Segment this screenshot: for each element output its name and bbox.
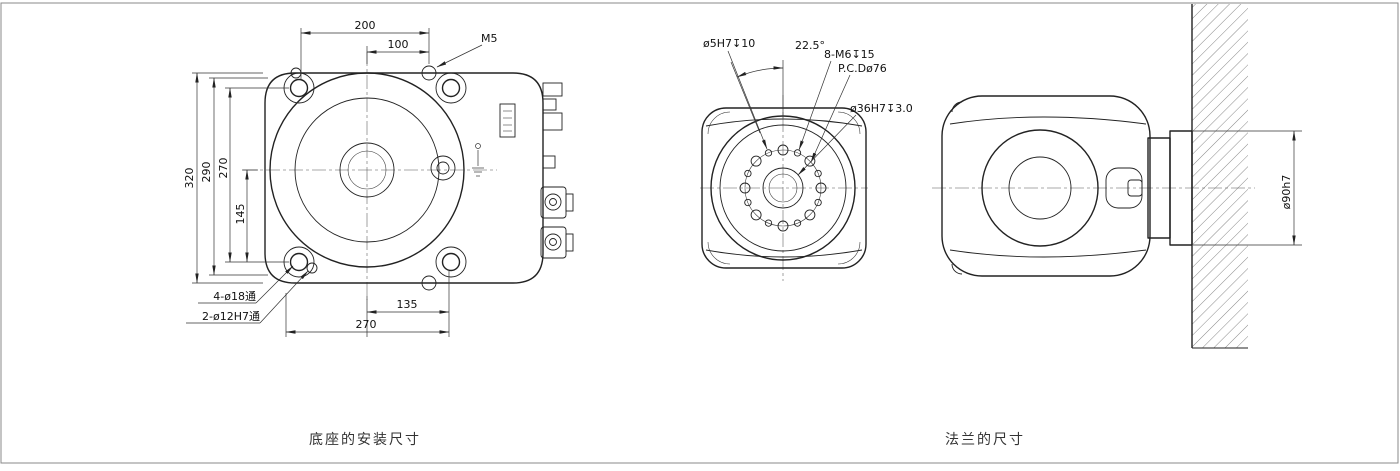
dim-135-label: 135 bbox=[397, 298, 418, 311]
cable-connector bbox=[540, 186, 574, 219]
connector-block bbox=[542, 155, 556, 169]
flange-dimensions: 22.5° ø5H7↧10 8-M6↧15 P.C.Dø76 ø36H7↧3.0 bbox=[703, 37, 913, 176]
dim-290-label: 290 bbox=[200, 162, 213, 183]
flange-face-view bbox=[700, 95, 868, 281]
base-dimensions: 320 290 270 145 200 100 M5 135 270 4-ø18… bbox=[183, 19, 498, 337]
wall-section bbox=[1191, 4, 1248, 349]
caption-base-view: 底座的安装尺寸 bbox=[309, 432, 421, 448]
center-bore-callout: ø36H7↧3.0 bbox=[850, 102, 913, 115]
dim-200-label: 200 bbox=[355, 19, 376, 32]
connector-block bbox=[542, 98, 557, 111]
dim-angle-label: 22.5° bbox=[795, 39, 825, 52]
holes-18-callout: 4-ø18通 bbox=[213, 290, 256, 303]
m5-thread-label: M5 bbox=[481, 32, 498, 45]
dim-270-horizontal-label: 270 bbox=[356, 318, 377, 331]
connector-block bbox=[542, 82, 563, 97]
bolt-holes-callout: 8-M6↧15 bbox=[824, 48, 875, 61]
connector-block bbox=[542, 112, 563, 131]
cable-connector bbox=[540, 226, 574, 259]
holes-12h7-callout: 2-ø12H7通 bbox=[202, 310, 260, 323]
robot-side-view bbox=[932, 95, 1255, 277]
pitch-circle-callout: P.C.Dø76 bbox=[838, 62, 887, 75]
flange-diameter-label: ø90h7 bbox=[1280, 175, 1293, 210]
wall-hatching bbox=[1192, 4, 1248, 348]
ground-symbol-icon bbox=[472, 143, 484, 177]
pin-hole-callout: ø5H7↧10 bbox=[703, 37, 755, 50]
captions: 底座的安装尺寸 法兰的尺寸 bbox=[309, 432, 1025, 448]
caption-flange-view: 法兰的尺寸 bbox=[945, 432, 1025, 448]
dim-270-vertical-label: 270 bbox=[217, 158, 230, 179]
dim-100-label: 100 bbox=[388, 38, 409, 51]
warning-label-plate bbox=[499, 103, 516, 138]
dim-320-label: 320 bbox=[183, 168, 196, 189]
side-dimensions: ø90h7 bbox=[1193, 130, 1302, 246]
base-top-view bbox=[243, 52, 574, 300]
dim-145-label: 145 bbox=[234, 204, 247, 225]
